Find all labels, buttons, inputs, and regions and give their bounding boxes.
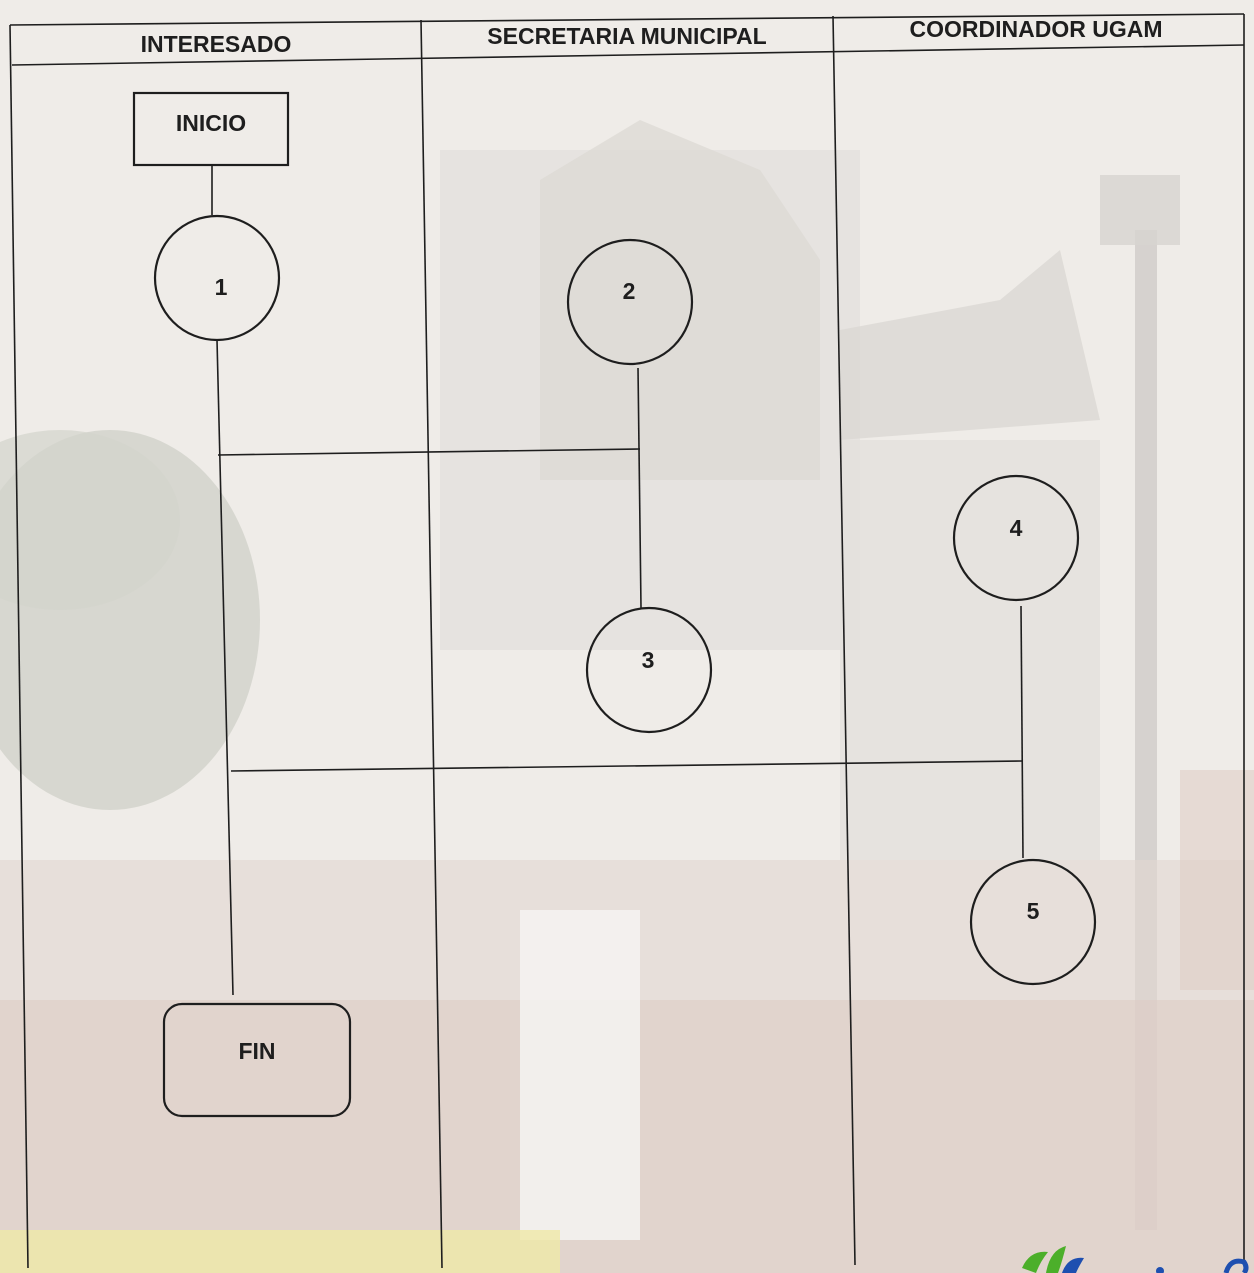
step-2-node: 2 bbox=[568, 240, 692, 364]
lane-title-coordinador-ugam: COORDINADOR UGAM bbox=[910, 16, 1163, 42]
connector-4-to-5 bbox=[1021, 606, 1023, 858]
step-2-label: 2 bbox=[623, 278, 636, 304]
lane-border-left bbox=[10, 25, 28, 1268]
end-label: FIN bbox=[238, 1038, 275, 1064]
connector-flow-to-5 bbox=[231, 761, 1022, 771]
lane-title-secretaria-municipal: SECRETARIA MUNICIPAL bbox=[487, 23, 766, 49]
connectors bbox=[212, 165, 1023, 995]
step-1-node: 1 bbox=[155, 216, 279, 340]
connector-1-to-end bbox=[217, 340, 233, 995]
step-1-label: 1 bbox=[215, 274, 228, 300]
step-4-label: 4 bbox=[1010, 515, 1023, 541]
lane-grid bbox=[10, 14, 1244, 1268]
step-5-node: 5 bbox=[971, 860, 1095, 984]
lane-title-interesado: INTERESADO bbox=[141, 31, 292, 57]
municipality-logo bbox=[1022, 1246, 1246, 1273]
logo-swoosh bbox=[1062, 1258, 1084, 1273]
start-label: INICIO bbox=[176, 110, 246, 136]
start-node: INICIO bbox=[134, 93, 288, 165]
step-4-node: 4 bbox=[954, 476, 1078, 600]
step-3-label: 3 bbox=[642, 647, 655, 673]
connector-2-to-3 bbox=[638, 368, 641, 608]
lane-divider-2 bbox=[833, 16, 855, 1265]
lane-divider-1 bbox=[421, 20, 442, 1268]
logo-dot bbox=[1156, 1267, 1164, 1273]
end-node: FIN bbox=[164, 1004, 350, 1116]
logo-leaf-right bbox=[1046, 1246, 1066, 1273]
step-3-node: 3 bbox=[587, 608, 711, 732]
step-5-label: 5 bbox=[1027, 898, 1040, 924]
logo-letter bbox=[1226, 1261, 1246, 1273]
logo-leaf-left bbox=[1022, 1252, 1048, 1273]
